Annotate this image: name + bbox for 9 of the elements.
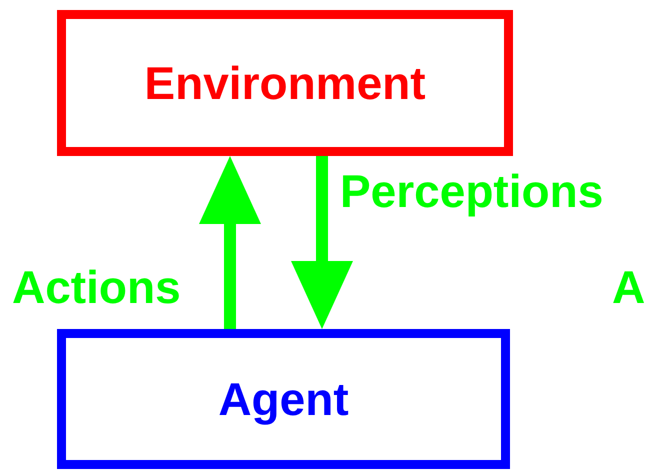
text-label: A	[612, 260, 646, 314]
arrow	[199, 156, 261, 329]
agent-box	[57, 329, 510, 469]
edge-label: Actions	[12, 260, 181, 314]
node-label: Agent	[218, 372, 349, 426]
arrow	[291, 156, 353, 329]
edge-label: Perceptions	[340, 164, 604, 218]
node-label: Environment	[144, 56, 426, 110]
environment-box	[57, 10, 513, 156]
